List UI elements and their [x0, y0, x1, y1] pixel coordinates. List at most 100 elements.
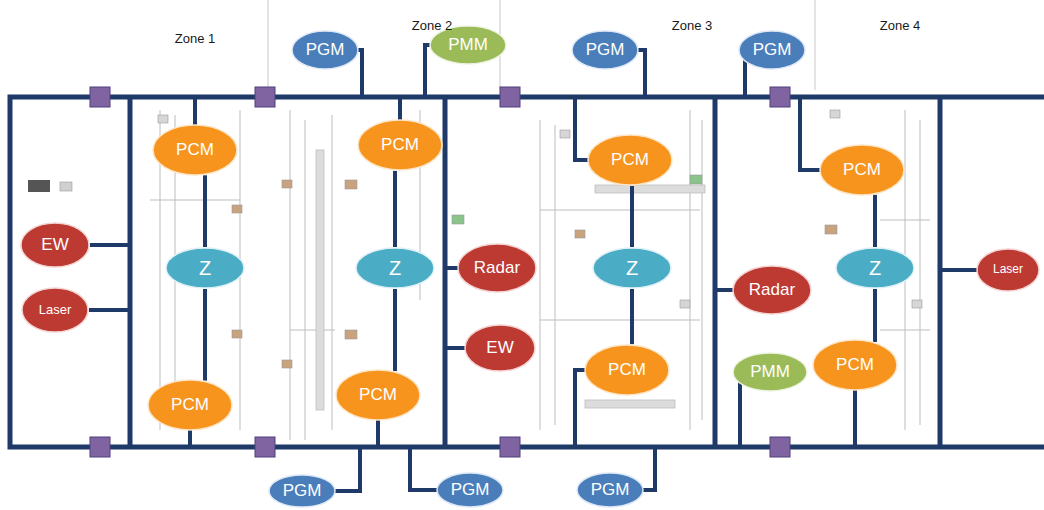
- node-label: PCM: [359, 386, 397, 405]
- node-label: PGM: [306, 41, 345, 60]
- node-label: EW: [41, 236, 68, 255]
- load-module: Radar: [732, 265, 812, 315]
- ellipse-shape: [733, 266, 811, 314]
- schematic-bar: [585, 400, 675, 408]
- bus-breaker: [255, 87, 275, 107]
- node-label: PGM: [753, 41, 792, 60]
- schematic-icon: [912, 300, 922, 308]
- schematic-icon: [830, 110, 840, 118]
- generator-module: PGM: [571, 30, 639, 70]
- ellipse-shape: [577, 473, 643, 507]
- zone-label: Zone 1: [175, 31, 215, 46]
- bus-breaker: [770, 437, 790, 457]
- ellipse-shape: [733, 353, 807, 391]
- node-label: PGM: [283, 482, 322, 501]
- schematic-icon: [28, 180, 50, 192]
- schematic-icon: [825, 225, 837, 234]
- ellipse-shape: [585, 345, 669, 395]
- ellipse-shape: [458, 244, 536, 292]
- power-link: [873, 289, 877, 342]
- ellipse-shape: [356, 248, 434, 288]
- node-label: PMM: [750, 363, 790, 382]
- schematic-icon: [690, 175, 702, 184]
- zone-module: Z: [165, 247, 245, 289]
- ellipse-shape: [336, 370, 420, 420]
- zone-divider: [268, 0, 815, 90]
- ellipse-shape: [836, 248, 914, 288]
- bus-breaker: [500, 437, 520, 457]
- generator-module: PGM: [576, 472, 644, 508]
- node-label: Laser: [993, 263, 1023, 276]
- zone-module: Z: [592, 247, 672, 289]
- generator-module: PGM: [291, 30, 359, 70]
- schematic-icon: [158, 115, 168, 123]
- node-label: PCM: [843, 161, 881, 180]
- schematic-icon: [282, 360, 292, 368]
- ellipse-shape: [465, 325, 535, 371]
- load-module: Radar: [457, 243, 537, 293]
- ellipse-shape: [739, 31, 805, 69]
- zone-label: Zone 3: [672, 18, 712, 33]
- power-link: [873, 195, 877, 247]
- ellipse-shape: [22, 288, 88, 332]
- power-link: [630, 289, 634, 344]
- power-conversion-module: PCM: [812, 339, 898, 391]
- node-label: PCM: [171, 396, 209, 415]
- power-bus: [10, 97, 1044, 447]
- node-label: PCM: [608, 361, 646, 380]
- power-conversion-module: PCM: [152, 124, 238, 176]
- node-label: PCM: [176, 141, 214, 160]
- node-label: Radar: [474, 259, 520, 278]
- ellipse-shape: [166, 248, 244, 288]
- node-label: PGM: [591, 481, 630, 500]
- schematic-icon: [232, 205, 242, 213]
- node-label: PGM: [586, 41, 625, 60]
- ellipse-shape: [292, 31, 358, 69]
- node-label: PMM: [448, 36, 488, 55]
- power-conversion-module: PCM: [357, 119, 443, 171]
- zone-label: Zone 2: [412, 18, 452, 33]
- ellipse-shape: [21, 223, 89, 267]
- zone-module: Z: [835, 247, 915, 289]
- power-link: [393, 171, 397, 247]
- schematic-icon: [452, 215, 464, 224]
- node-label: PCM: [611, 151, 649, 170]
- power-conversion-module: PCM: [587, 134, 673, 186]
- node-label: PGM: [451, 481, 490, 500]
- node-label: Z: [626, 257, 638, 279]
- power-link: [393, 289, 397, 371]
- generator-module: PGM: [436, 472, 504, 508]
- schematic-icon: [345, 180, 357, 189]
- node-label: Z: [869, 257, 881, 279]
- ellipse-shape: [358, 120, 442, 170]
- schematic-icon: [282, 180, 292, 188]
- bus-breaker: [500, 87, 520, 107]
- schematic-bar: [595, 185, 705, 193]
- ellipse-shape: [977, 249, 1039, 291]
- schematic-icon: [560, 130, 570, 138]
- feeder-line: [89, 45, 978, 491]
- ellipse-shape: [813, 340, 897, 390]
- ellipse-shape: [820, 145, 904, 195]
- ellipse-shape: [269, 475, 335, 507]
- power-conversion-module: PCM: [335, 369, 421, 421]
- node-label: EW: [486, 339, 513, 358]
- schematic-icon: [60, 182, 72, 191]
- generator-module: PGM: [738, 30, 806, 70]
- power-conversion-module: PCM: [584, 344, 670, 396]
- ellipse-shape: [593, 248, 671, 288]
- node-label: PCM: [381, 136, 419, 155]
- ellipse-shape: [153, 125, 237, 175]
- schematic-icon: [680, 300, 690, 308]
- power-conversion-module: PCM: [147, 379, 233, 431]
- ellipse-shape: [148, 380, 232, 430]
- schematic-icon: [575, 230, 585, 238]
- schematic-icon: [232, 330, 242, 338]
- power-conversion-module: PCM: [819, 144, 905, 196]
- load-module: Laser: [976, 248, 1040, 292]
- bus-breaker: [90, 87, 110, 107]
- node-label: PCM: [836, 356, 874, 375]
- bus-breaker: [255, 437, 275, 457]
